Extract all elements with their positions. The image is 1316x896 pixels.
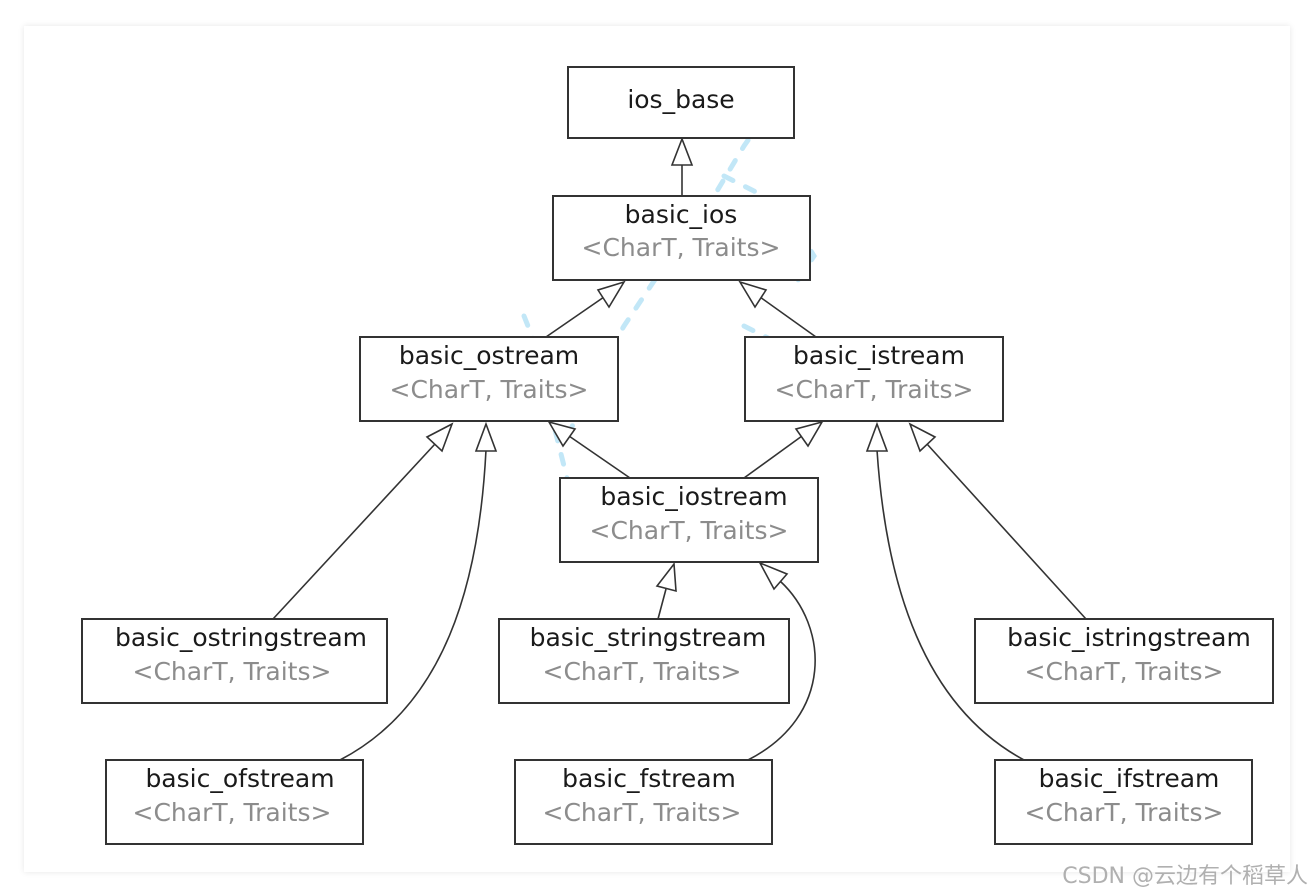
edge-basic_istream-to-basic_ios bbox=[759, 296, 817, 338]
node-params: <CharT, Traits> bbox=[543, 657, 742, 686]
node-name: basic_ostream bbox=[399, 341, 579, 370]
edge-basic_istringstream-to-basic_istream bbox=[926, 443, 1087, 620]
node-params: <CharT, Traits> bbox=[590, 516, 789, 545]
node-basic_ostringstream: basic_ostringstream <CharT, Traits> bbox=[81, 618, 388, 704]
diagram-card: ios_base basic_ios <CharT, Traits> basic… bbox=[24, 26, 1290, 872]
node-params: <CharT, Traits> bbox=[582, 233, 781, 262]
edge-basic_iostream-to-basic_ostream bbox=[568, 435, 631, 479]
node-basic_iostream: basic_iostream <CharT, Traits> bbox=[559, 477, 819, 563]
arrowhead-basic_iostream-from-fstream bbox=[758, 561, 789, 591]
edge-basic_ofstream-to-basic_ostream bbox=[339, 449, 487, 761]
node-box bbox=[81, 618, 388, 704]
node-params: <CharT, Traits> bbox=[133, 798, 332, 827]
edge-basic_fstream-to-basic_iostream bbox=[747, 580, 816, 761]
node-box bbox=[552, 195, 811, 281]
node-box bbox=[567, 66, 795, 139]
node-name: ios_base bbox=[627, 85, 734, 114]
node-basic_istringstream: basic_istringstream <CharT, Traits> bbox=[974, 618, 1274, 704]
node-basic_ifstream: basic_ifstream <CharT, Traits> bbox=[994, 759, 1253, 845]
node-basic_fstream: basic_fstream <CharT, Traits> bbox=[514, 759, 773, 845]
node-name: basic_stringstream bbox=[530, 623, 767, 652]
node-name: basic_ios bbox=[625, 200, 738, 229]
node-name: basic_ofstream bbox=[145, 764, 334, 793]
arrowhead-basic_ostream-from-iostream bbox=[547, 420, 577, 448]
node-params: <CharT, Traits> bbox=[775, 375, 974, 404]
node-params: <CharT, Traits> bbox=[1025, 657, 1224, 686]
arrowhead-ios_base bbox=[670, 136, 694, 166]
node-box bbox=[498, 618, 790, 704]
node-name: basic_istringstream bbox=[1007, 623, 1251, 652]
arrowhead-basic_istream-from-ifstream bbox=[865, 421, 889, 452]
node-params: <CharT, Traits> bbox=[390, 375, 589, 404]
node-params: <CharT, Traits> bbox=[543, 798, 742, 827]
node-box bbox=[359, 336, 619, 422]
node-box bbox=[105, 759, 364, 845]
arrowhead-basic_ostream-from-ostringstream bbox=[425, 422, 454, 453]
node-name: basic_ostringstream bbox=[115, 623, 367, 652]
node-box bbox=[514, 759, 773, 845]
edge-basic_ostream-to-basic_ios bbox=[545, 296, 605, 338]
edge-basic_ifstream-to-basic_istream bbox=[876, 449, 1025, 761]
arrowhead-basic_istream-from-iostream bbox=[794, 420, 824, 448]
node-box bbox=[994, 759, 1253, 845]
node-basic_ofstream: basic_ofstream <CharT, Traits> bbox=[105, 759, 364, 845]
nodes: ios_base basic_ios <CharT, Traits> basic… bbox=[81, 66, 1274, 845]
node-box bbox=[974, 618, 1274, 704]
node-params: <CharT, Traits> bbox=[133, 657, 332, 686]
arrowhead-basic_istream-from-istringstream bbox=[908, 422, 937, 453]
watermark-strokes bbox=[521, 78, 817, 489]
node-box bbox=[744, 336, 1004, 422]
node-params: <CharT, Traits> bbox=[1025, 798, 1224, 827]
node-box bbox=[559, 477, 819, 563]
node-name: basic_iostream bbox=[600, 482, 787, 511]
arrowhead-basic_ios-left bbox=[596, 280, 626, 309]
node-basic_ios: basic_ios <CharT, Traits> bbox=[552, 195, 811, 281]
node-basic_ostream: basic_ostream <CharT, Traits> bbox=[359, 336, 619, 422]
arrowhead-basic_ios-right bbox=[738, 280, 768, 309]
arrowhead-basic_iostream-from-stringstream bbox=[655, 561, 677, 593]
edge-basic_iostream-to-basic_istream bbox=[743, 435, 803, 479]
node-name: basic_ifstream bbox=[1039, 764, 1220, 793]
node-basic_istream: basic_istream <CharT, Traits> bbox=[744, 336, 1004, 422]
arrowhead-basic_ostream-from-ofstream bbox=[474, 421, 498, 452]
node-name: basic_istream bbox=[793, 341, 965, 370]
watermark-credit: CSDN @云边有个稻草人 bbox=[1062, 864, 1308, 889]
node-ios_base: ios_base bbox=[567, 66, 795, 139]
node-basic_stringstream: basic_stringstream <CharT, Traits> bbox=[498, 618, 790, 704]
node-name: basic_fstream bbox=[562, 764, 736, 793]
edge-basic_ostringstream-to-basic_ostream bbox=[272, 443, 436, 620]
edges bbox=[272, 136, 1087, 761]
edge-basic_stringstream-to-basic_iostream bbox=[657, 588, 667, 620]
class-hierarchy-diagram: ios_base basic_ios <CharT, Traits> basic… bbox=[81, 66, 1274, 845]
